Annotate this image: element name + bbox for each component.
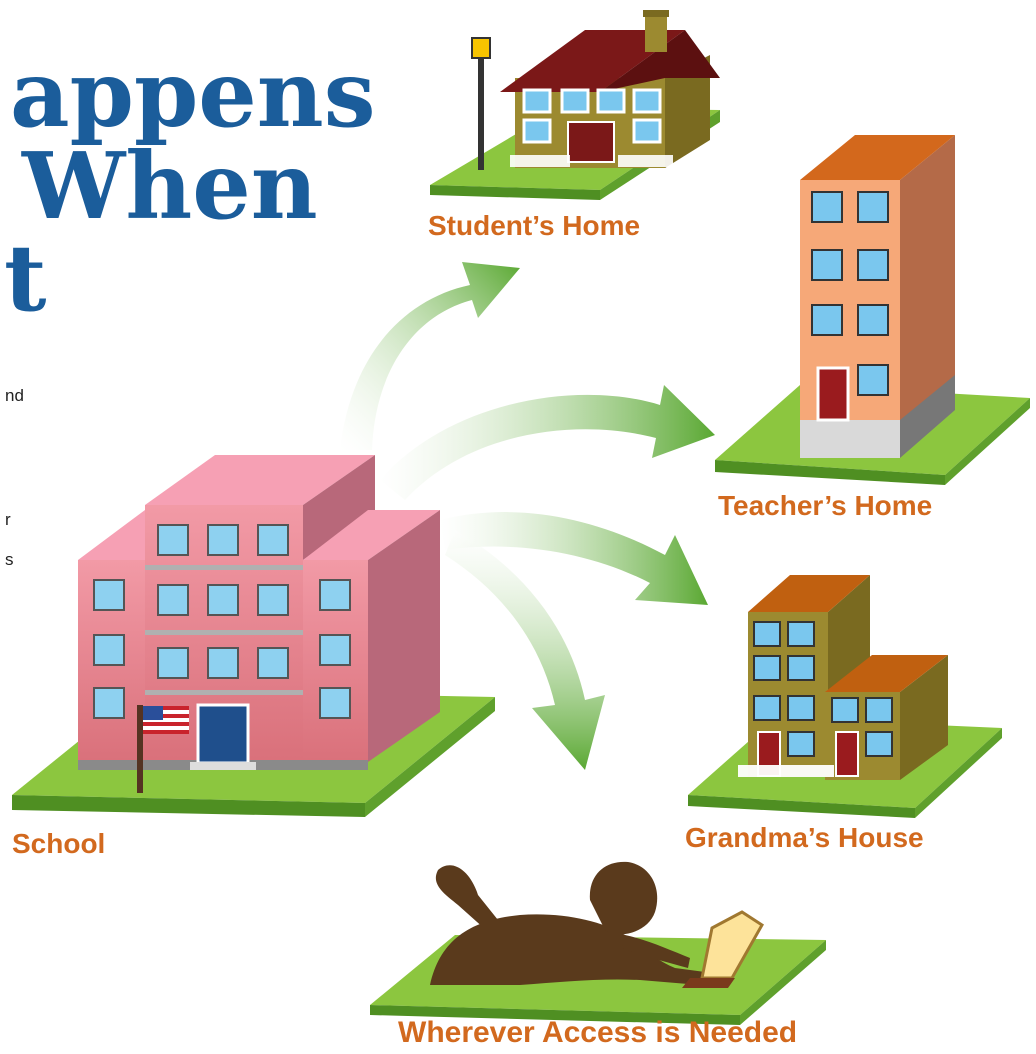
label-teacher-home: Teacher’s Home — [718, 490, 933, 521]
teacher-home-illustration — [715, 135, 1030, 485]
arrow-to-teacher-home — [380, 385, 715, 500]
label-school: School — [12, 828, 106, 859]
arrow-to-grandma-house — [440, 512, 708, 605]
page-title-line-2: When — [22, 132, 318, 240]
page-title-line-3: t — [4, 224, 47, 332]
arrow-to-student-home — [340, 262, 520, 450]
school-illustration — [12, 455, 495, 817]
body-fragment-3: s — [5, 550, 14, 569]
arrow-to-anywhere — [445, 530, 605, 770]
student-home-illustration — [430, 10, 720, 200]
label-anywhere: Wherever Access is Needed — [398, 1016, 798, 1049]
body-fragment-2: r — [5, 510, 11, 529]
label-grandma-house: Grandma’s House — [685, 822, 924, 853]
grandma-house-illustration — [688, 575, 1002, 818]
anywhere-illustration — [370, 861, 826, 1025]
label-student-home: Student’s Home — [428, 210, 641, 241]
body-fragment-1: nd — [5, 386, 24, 405]
page-title-line-1: appens — [10, 40, 376, 148]
